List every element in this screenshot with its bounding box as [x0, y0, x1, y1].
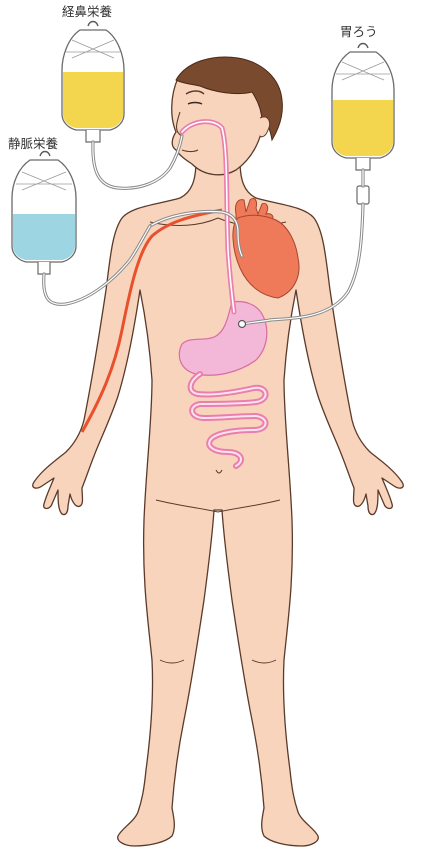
g-bag-fluid — [333, 100, 393, 156]
label-gastrostomy: 胃ろう — [340, 26, 378, 39]
human-body — [33, 160, 404, 846]
nasal-bag-tube — [93, 136, 182, 188]
label-iv-nutrition: 静脈栄養 — [8, 138, 58, 151]
iv-bag-outlet — [38, 262, 50, 274]
bag-hook — [88, 22, 98, 27]
gastrostomy-port — [239, 321, 246, 328]
nasal-bag-tube-inner — [93, 136, 182, 188]
iv-bag-hook — [40, 152, 50, 157]
g-bag-hook — [358, 44, 368, 49]
iv-bag-fluid — [13, 214, 75, 260]
iv-bag — [12, 152, 76, 275]
label-nasal-feeding: 経鼻栄養 — [62, 6, 112, 19]
bag-outlet — [86, 130, 100, 142]
nasal-feeding-bag — [62, 22, 124, 143]
body-outline — [33, 160, 404, 846]
g-bag-clamp — [357, 186, 369, 204]
ear — [260, 117, 270, 137]
bag-fluid-yellow — [63, 72, 123, 128]
g-bag-outlet — [356, 158, 370, 170]
